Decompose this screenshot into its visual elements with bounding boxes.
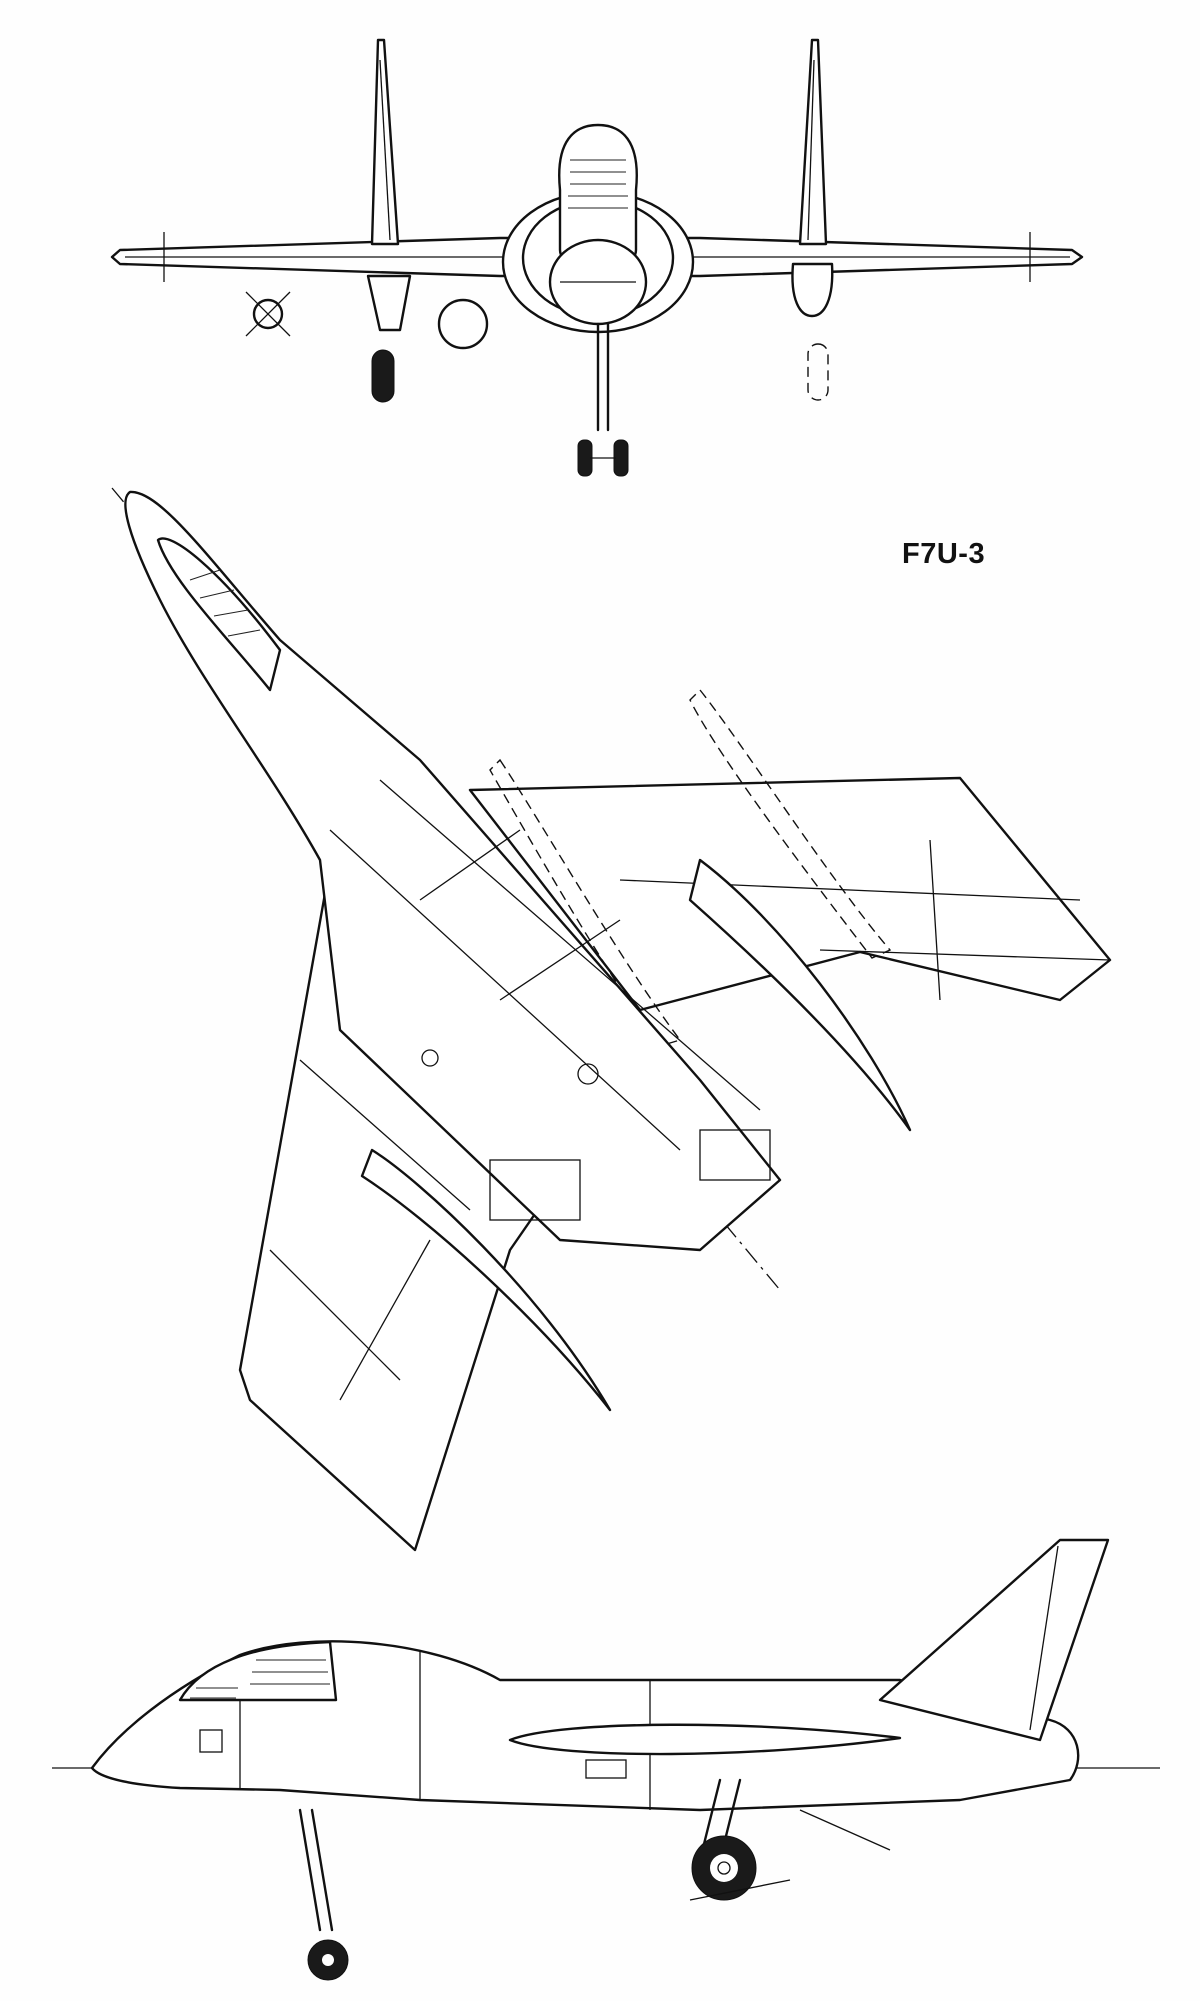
front-nose-wheel-left	[577, 439, 593, 477]
front-drop-tank	[437, 298, 489, 350]
plan-canopy	[156, 537, 282, 692]
side-view	[52, 1538, 1160, 1981]
front-left-wheel	[371, 349, 395, 403]
plan-right-fin	[688, 858, 912, 1132]
front-view	[110, 38, 1084, 477]
aircraft-designation-label: F7U-3	[902, 538, 986, 570]
plan-left-fin	[360, 1148, 612, 1412]
front-nose-wheel-right	[613, 439, 629, 477]
plan-view	[111, 487, 1112, 1552]
side-drop-tank	[508, 1723, 902, 1756]
side-fuselage	[90, 1640, 1080, 1812]
side-canopy	[178, 1640, 338, 1702]
plan-fuselage	[124, 490, 782, 1252]
front-left-gear-leg	[366, 274, 412, 332]
front-right-fin	[798, 38, 828, 246]
